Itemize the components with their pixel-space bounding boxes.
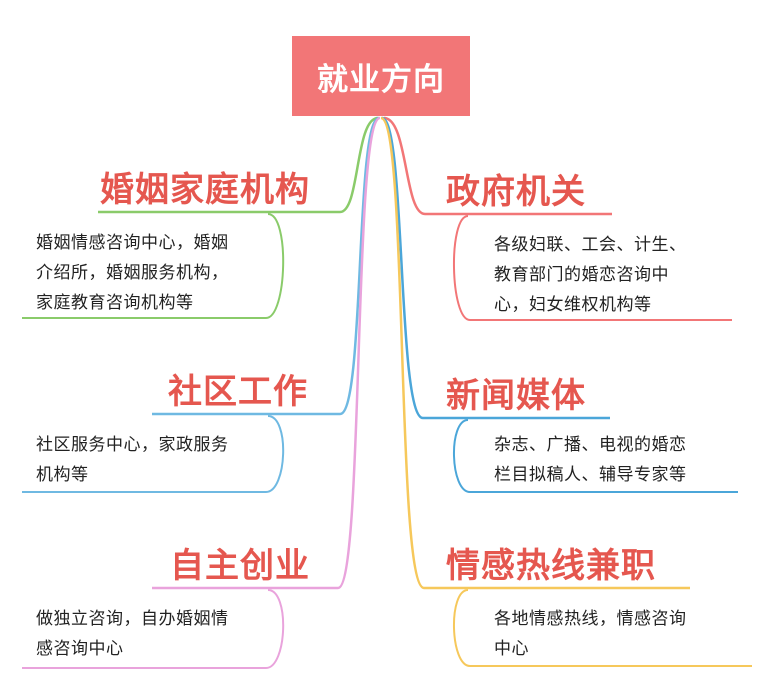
bracket-hotline-parttime <box>452 589 752 667</box>
desc-line: 栏目拟稿人、辅导专家等 <box>494 465 687 485</box>
root-node: 就业方向 <box>292 36 470 116</box>
branch-title-news-media: 新闻媒体 <box>446 376 586 416</box>
desc-line: 杂志、广播、电视的婚恋 <box>494 435 687 455</box>
branch-desc-marriage-family: 婚姻情感咨询中心，婚姻 介绍所，婚姻服务机构， 家庭教育咨询机构等 <box>36 228 229 318</box>
desc-line: 各地情感热线，情感咨询 <box>494 609 687 629</box>
connector-hotline-parttime <box>379 116 690 590</box>
bracket-news-media <box>452 419 738 493</box>
branch-title-self-employment: 自主创业 <box>170 546 310 586</box>
branch-desc-hotline-parttime: 各地情感热线，情感咨询 中心 <box>494 604 687 664</box>
branch-desc-news-media: 杂志、广播、电视的婚恋 栏目拟稿人、辅导专家等 <box>494 430 687 490</box>
desc-line: 做独立咨询，自办婚姻情 <box>36 609 229 629</box>
branch-desc-self-employment: 做独立咨询，自办婚姻情 感咨询中心 <box>36 604 229 664</box>
root-label: 就业方向 <box>317 61 445 98</box>
branch-title-marriage-family: 婚姻家庭机构 <box>100 170 310 210</box>
desc-line: 中心 <box>494 639 529 659</box>
desc-line: 婚姻情感咨询中心，婚姻 <box>36 233 229 253</box>
bracket-marriage-family <box>22 213 285 319</box>
desc-line: 各级妇联、工会、计生、 <box>494 235 687 255</box>
desc-line: 感咨询中心 <box>36 639 124 659</box>
bracket-government <box>452 215 732 321</box>
connector-news-media <box>381 116 610 420</box>
connector-self-employment <box>152 116 382 590</box>
branch-title-community: 社区工作 <box>168 372 308 412</box>
connector-marriage-family <box>98 116 379 214</box>
desc-line: 社区服务中心，家政服务 <box>36 435 229 455</box>
desc-line: 教育部门的婚恋咨询中 <box>494 265 669 285</box>
branch-desc-community: 社区服务中心，家政服务 机构等 <box>36 430 229 490</box>
branch-title-hotline-parttime: 情感热线兼职 <box>446 546 656 586</box>
desc-line: 机构等 <box>36 465 89 485</box>
desc-line: 心，妇女维权机构等 <box>494 295 652 315</box>
bracket-community <box>22 415 285 493</box>
bracket-self-employment <box>22 589 285 669</box>
desc-line: 家庭教育咨询机构等 <box>36 293 194 313</box>
branch-desc-government: 各级妇联、工会、计生、 教育部门的婚恋咨询中 心，妇女维权机构等 <box>494 230 687 320</box>
desc-line: 介绍所，婚姻服务机构， <box>36 263 229 283</box>
branch-title-government: 政府机关 <box>446 172 586 212</box>
connector-government <box>383 116 612 216</box>
connector-community <box>152 116 380 416</box>
